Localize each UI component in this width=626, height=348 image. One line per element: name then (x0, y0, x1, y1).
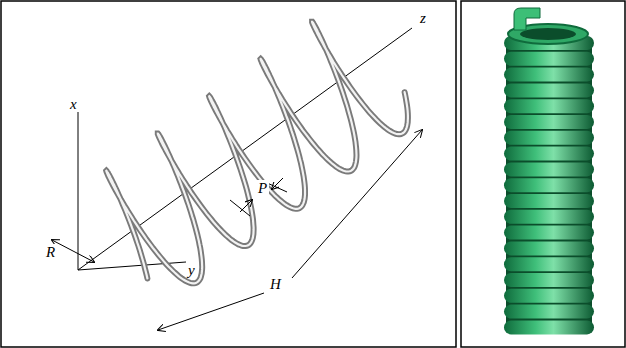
spring-coil (504, 320, 594, 334)
spring-coil (504, 131, 594, 145)
spring-coil (504, 162, 594, 176)
spring-coil (504, 83, 594, 97)
axis-label: R (44, 244, 57, 260)
spring-coil (504, 194, 594, 208)
spring-coil (504, 99, 594, 113)
spring-coil (504, 147, 594, 161)
spring-coil (504, 210, 594, 224)
spring-coil (520, 28, 576, 40)
spring-coil (504, 226, 594, 240)
spring-coil (504, 178, 594, 192)
spring-coil (504, 305, 594, 319)
spring-coil (514, 8, 540, 30)
spring-coil (504, 68, 594, 82)
spring-coil (504, 115, 594, 129)
spring-coil (504, 52, 594, 66)
spring-coil (504, 289, 594, 303)
axis-label: P (256, 180, 269, 196)
axis-label: x (68, 96, 79, 112)
spring-coil (504, 241, 594, 255)
axis-label: H (268, 276, 283, 292)
axis-label: y (186, 262, 197, 278)
axis-label: z (418, 10, 428, 26)
spring-coil (504, 257, 594, 271)
spring-coil (504, 273, 594, 287)
